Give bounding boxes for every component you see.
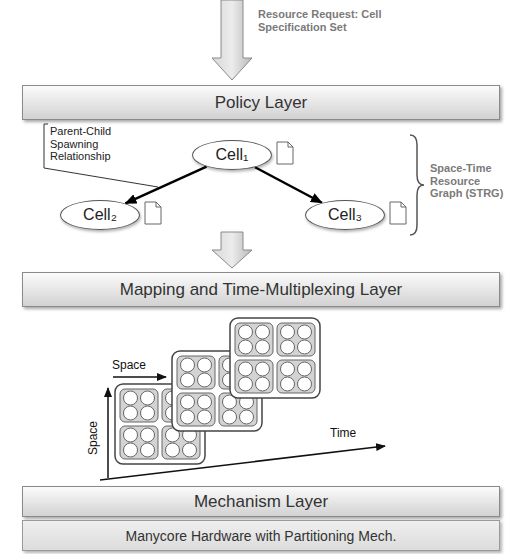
relationship-label: Parent-Child Spawning Relationship	[50, 125, 132, 163]
curly-brace	[410, 135, 424, 235]
node-text: Mechanism Layer	[194, 492, 328, 512]
flow-block-arrow	[212, 232, 252, 268]
callout-bracket	[44, 124, 158, 187]
spec-document-icon	[390, 202, 406, 224]
layer-bar: Policy Layer	[22, 85, 500, 120]
node-text: Policy Layer	[215, 93, 308, 113]
spec-document-icon	[277, 142, 293, 164]
node-text: Mapping and Time-Multiplexing Layer	[120, 280, 403, 300]
axis-label: Space	[87, 421, 101, 455]
request-label: Resource Request: Cell Specification Set	[258, 8, 383, 33]
flow-block-arrow	[212, 0, 252, 80]
node-text: Cell₃	[328, 206, 362, 224]
node-text: Manycore Hardware with Partitioning Mech…	[126, 528, 397, 544]
axis-label: Space	[112, 359, 146, 373]
spawn-arrow	[125, 167, 206, 204]
layer-bar: Mechanism Layer	[22, 486, 500, 517]
cell-ellipse: Cell₂	[60, 200, 140, 230]
cell-ellipse: Cell₃	[305, 200, 385, 230]
axis-label: Time	[330, 427, 356, 441]
space-axis-arrow	[107, 388, 109, 478]
cell-ellipse: Cell₁	[192, 140, 272, 170]
layer-bar: Mapping and Time-Multiplexing Layer	[22, 272, 500, 307]
time-axis-arrow	[100, 446, 385, 480]
node-text: Cell₂	[83, 206, 117, 224]
space-axis-arrow	[113, 376, 166, 378]
hardware-bar: Manycore Hardware with Partitioning Mech…	[22, 520, 500, 551]
graph-label: Space-Time Resource Graph (STRG)	[430, 162, 510, 200]
core-grid-panel	[230, 318, 320, 398]
spec-document-icon	[145, 202, 161, 224]
node-text: Cell₁	[216, 146, 249, 164]
spawn-arrow	[255, 167, 322, 202]
